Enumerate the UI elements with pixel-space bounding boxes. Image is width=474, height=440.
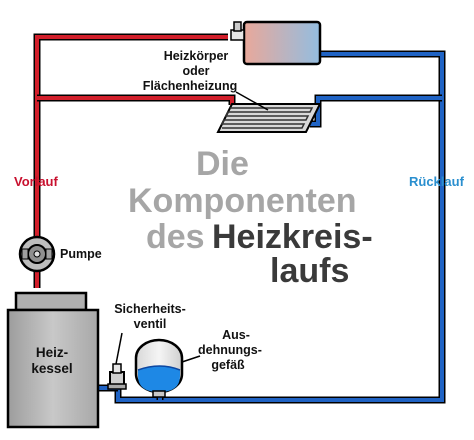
supply-label: Vorlauf [14,174,58,189]
supply-pipe [33,33,236,288]
expansion-vessel-label-line-3: gefäß [211,358,245,372]
expansion-vessel-leader-line [181,355,201,363]
safety-valve-leader-line [115,332,123,365]
expansion-vessel-label: Aus- dehnungs- gefäß [198,328,262,372]
floor-heating-icon [216,103,322,133]
title-line-4: laufs [270,252,349,290]
title-line-3a: des [146,218,205,256]
radiator-label: Heizkörper oder Flächenheizung [143,49,237,93]
title-line-2: Komponenten [128,182,357,220]
radiator-label-line-3: Flächenheizung [143,79,237,93]
radiator-label-line-1: Heizkörper [164,49,229,63]
return-label: Rücklauf [409,174,465,189]
radiator-leader-line [235,91,269,111]
boiler-label: Heiz- kessel [31,345,72,376]
safety-valve-icon [107,363,127,390]
safety-valve-label-line-1: Sicherheits- [114,302,186,316]
expansion-vessel-label-line-1: Aus- [222,328,250,342]
title-line-1: Die [196,145,249,183]
safety-valve-label-line-2: ventil [134,317,167,331]
boiler-label-line-1: Heiz- [36,345,68,360]
boiler-icon [6,291,100,429]
expansion-vessel-icon [134,338,184,398]
pump-label: Pumpe [60,247,102,261]
expansion-vessel-label-line-2: dehnungs- [198,343,262,357]
diagram-title: Die Komponenten des Heizkreis- laufs [128,145,373,290]
title-line-3b: Heizkreis- [212,218,373,256]
pump-icon [18,235,56,273]
boiler-label-line-2: kessel [31,361,72,376]
radiator-label-line-2: oder [182,64,209,78]
safety-valve-label: Sicherheits- ventil [114,302,186,331]
radiator-icon [230,20,322,66]
